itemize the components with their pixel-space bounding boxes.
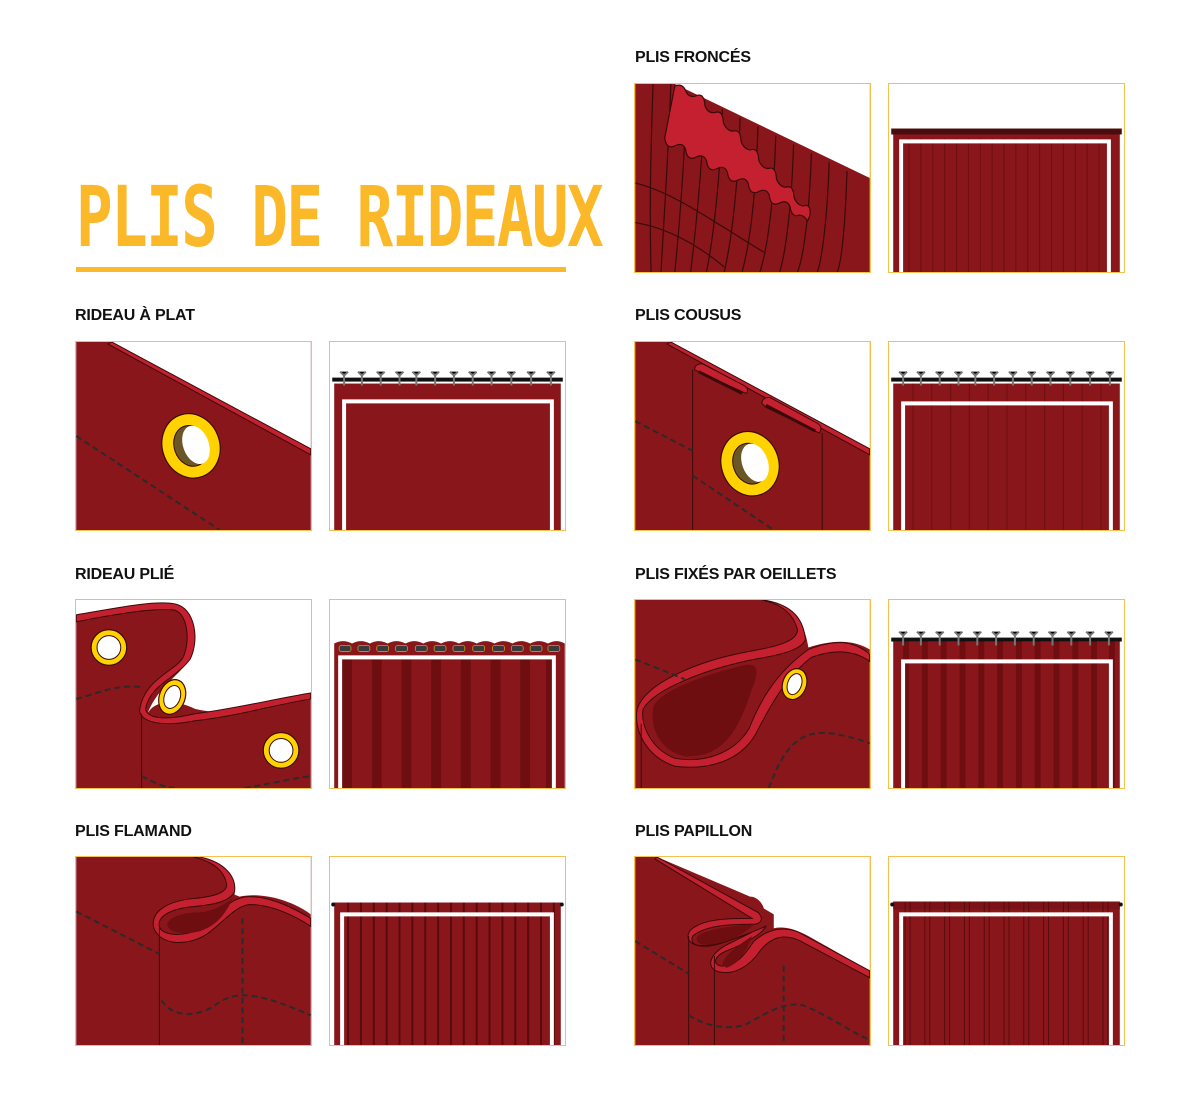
flemish-pleat-front-illustration bbox=[329, 856, 566, 1046]
flat-curtain-grommet-icon bbox=[76, 342, 311, 530]
flat-curtain-grommet-detail-illustration bbox=[75, 341, 312, 531]
flemish-pleat-curtain-icon bbox=[331, 902, 564, 1045]
butterfly-pleat-front-illustration bbox=[888, 856, 1125, 1046]
folded-curtain-icon bbox=[334, 641, 565, 788]
section-label-rideau-plie: RIDEAU PLIÉ bbox=[75, 566, 175, 583]
butterfly-pleat-icon bbox=[635, 857, 870, 1045]
butterfly-pleat-detail-illustration bbox=[634, 856, 871, 1046]
butterfly-pleat-curtain-icon bbox=[890, 901, 1123, 1045]
gathered-curtain-front-illustration bbox=[888, 83, 1125, 273]
clip-icons bbox=[339, 370, 556, 386]
folded-curtain-grommets-icon bbox=[76, 600, 311, 788]
section-label-plis-fixes-par-oeillets: PLIS FIXÉS PAR OEILLETS bbox=[635, 566, 837, 583]
grommet-icon bbox=[720, 430, 780, 497]
gathered-pleat-detail-illustration bbox=[634, 83, 871, 273]
folded-curtain-front-illustration bbox=[329, 599, 566, 789]
sewn-pleat-grommet-detail-illustration bbox=[634, 341, 871, 531]
section-label-plis-flamand: PLIS FLAMAND bbox=[75, 823, 192, 840]
title-underline bbox=[76, 267, 566, 272]
gathered-curtain-icon bbox=[891, 128, 1122, 272]
clip-icons bbox=[898, 370, 1115, 386]
page-title: PLIS DE RIDEAUX bbox=[76, 169, 604, 267]
grommet-icon bbox=[262, 731, 300, 769]
section-label-plis-cousus: PLIS COUSUS bbox=[635, 307, 742, 324]
flemish-pleat-icon bbox=[76, 857, 311, 1045]
eyelet-icons bbox=[338, 645, 561, 652]
grommet-icon bbox=[161, 413, 221, 479]
flat-curtain-icon bbox=[332, 370, 563, 530]
grommet-icon bbox=[781, 668, 808, 701]
eyelet-fixed-pleat-curtain-icon bbox=[891, 630, 1122, 788]
section-label-plis-fronces: PLIS FRONCÉS bbox=[635, 49, 751, 66]
eyelet-fixed-pleat-icon bbox=[635, 600, 870, 788]
section-label-rideau-a-plat: RIDEAU À PLAT bbox=[75, 307, 195, 324]
gathered-pleat-icon bbox=[635, 84, 870, 272]
sewn-pleat-front-illustration bbox=[888, 341, 1125, 531]
sewn-pleat-curtain-icon bbox=[891, 370, 1122, 530]
eyelet-fixed-pleat-detail-illustration bbox=[634, 599, 871, 789]
flemish-pleat-detail-illustration bbox=[75, 856, 312, 1046]
sewn-pleat-grommet-icon bbox=[635, 342, 870, 530]
flat-curtain-front-illustration bbox=[329, 341, 566, 531]
clip-icons bbox=[898, 630, 1114, 646]
grommet-icon bbox=[158, 679, 187, 715]
section-label-plis-papillon: PLIS PAPILLON bbox=[635, 823, 753, 840]
grommet-icon bbox=[90, 629, 128, 666]
folded-curtain-grommets-detail-illustration bbox=[75, 599, 312, 789]
eyelet-fixed-pleat-front-illustration bbox=[888, 599, 1125, 789]
